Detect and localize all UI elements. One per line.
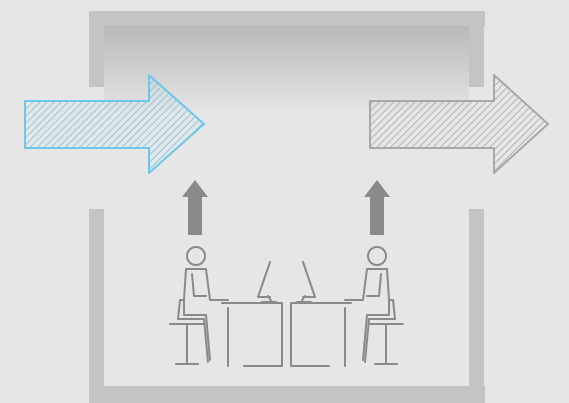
left-upper-wall	[89, 11, 104, 87]
seated-person-icon	[169, 246, 229, 365]
monitor-icon	[257, 261, 277, 303]
right-upper-wall	[469, 11, 484, 87]
desk-icon	[221, 302, 283, 367]
room-walls	[89, 11, 485, 403]
desk-icon	[290, 302, 352, 367]
exhaust-air-arrow-icon	[369, 74, 549, 174]
monitor-icon	[296, 261, 316, 303]
left-lower-wall	[89, 209, 104, 403]
seated-person-icon	[344, 246, 404, 365]
roof-wall	[89, 11, 485, 26]
floor	[89, 386, 485, 403]
supply-air-arrow-icon	[24, 74, 205, 174]
right-lower-wall	[469, 209, 484, 403]
office-scene	[169, 246, 404, 367]
rising-air-arrow-icon	[182, 180, 208, 235]
rising-air-arrow-icon	[364, 180, 390, 235]
